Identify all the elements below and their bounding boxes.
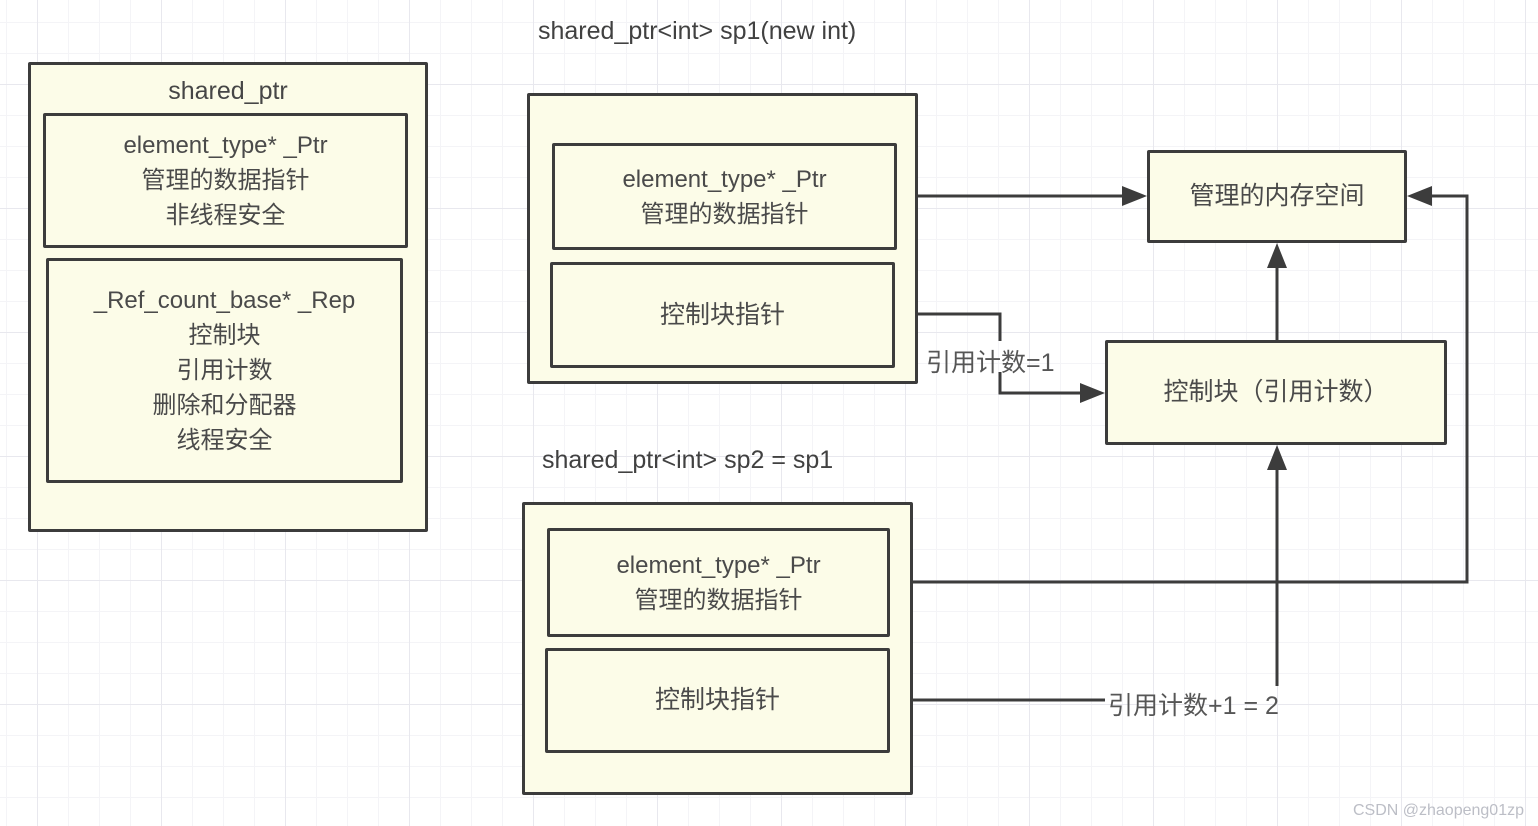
ref-count-1-annotation: 引用计数=1 [926, 349, 1055, 377]
sp2-title: shared_ptr<int> sp2 = sp1 [542, 446, 834, 474]
managed-memory-label: 管理的内存空间 [1189, 182, 1365, 210]
sp1-ptr-desc: 管理的数据指针 [640, 200, 809, 228]
sp2-ctrl-ptr-label: 控制块指针 [654, 686, 780, 714]
ptr-field-decl: element_type* _Ptr [123, 132, 328, 159]
rep-field-thread-note: 线程安全 [176, 427, 273, 454]
sp2-ptr-desc: 管理的数据指针 [634, 586, 803, 614]
rep-field-desc-3: 删除和分配器 [152, 392, 297, 419]
rep-field-desc-1: 控制块 [188, 322, 261, 349]
shared-ptr-ptr-field-box: element_type* _Ptr 管理的数据指针 非线程安全 [43, 113, 408, 248]
ptr-field-thread-note: 非线程安全 [165, 202, 286, 229]
ref-count-2-annotation: 引用计数+1 = 2 [1108, 692, 1279, 720]
control-block-box: 控制块（引用计数） [1105, 340, 1447, 445]
sp2-ctrl-ptr-box: 控制块指针 [545, 648, 890, 753]
sp1-ctrl-ptr-label: 控制块指针 [659, 300, 785, 329]
sp2-ptr-box: element_type* _Ptr 管理的数据指针 [547, 528, 890, 637]
sp2-ptr-decl: element_type* _Ptr [616, 551, 821, 579]
sp1-ctrl-ptr-box: 控制块指针 [550, 262, 895, 368]
sp1-title: shared_ptr<int> sp1(new int) [538, 17, 857, 45]
sp2-ctrl-to-control-arrow [890, 445, 1287, 702]
rep-field-decl: _Ref_count_base* _Rep [93, 287, 356, 314]
control-to-memory-arrow [1267, 243, 1287, 340]
sp1-ptr-box: element_type* _Ptr 管理的数据指针 [552, 143, 897, 250]
shared-ptr-rep-field-box: _Ref_count_base* _Rep 控制块 引用计数 删除和分配器 线程… [46, 258, 403, 483]
csdn-watermark: CSDN @zhaopeng01zp [1352, 802, 1524, 819]
sp1-ptr-decl: element_type* _Ptr [622, 165, 827, 193]
shared-ptr-struct-title: shared_ptr [168, 77, 288, 105]
sp1-ptr-to-memory-arrow [897, 186, 1147, 206]
control-block-label: 控制块（引用计数） [1163, 378, 1389, 406]
ptr-field-desc: 管理的数据指针 [141, 167, 310, 194]
rep-field-desc-2: 引用计数 [176, 357, 273, 384]
managed-memory-box: 管理的内存空间 [1147, 150, 1407, 243]
